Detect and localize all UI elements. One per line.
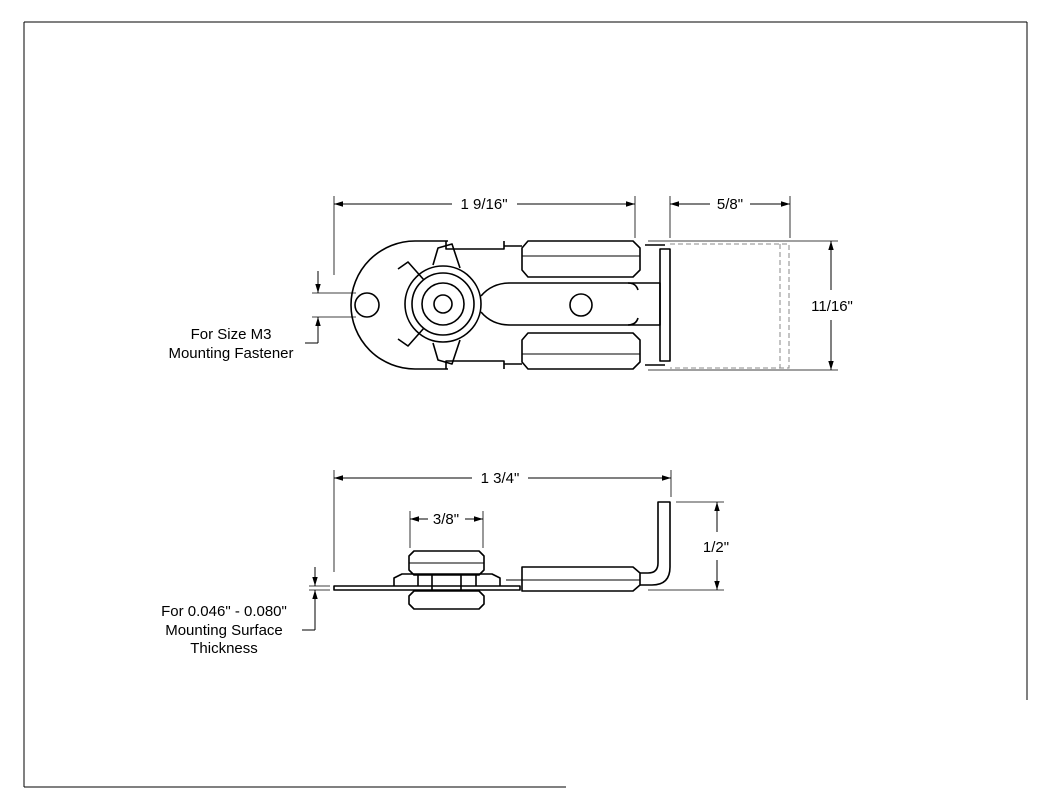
drawing-frame (23, 21, 1028, 788)
dim-height-top: 11/16" (811, 298, 853, 315)
knob-outer (404, 265, 482, 343)
side-knob-top (408, 550, 485, 576)
hidden-catch (670, 243, 790, 369)
top-view-dimensions: 1 9/16" 5/8" 11/16" For Size M3 Mounting… (168, 196, 853, 371)
side-view (333, 501, 671, 610)
side-latch-body (521, 566, 641, 592)
base-plate-outline (350, 240, 448, 370)
note-thickness-line2: Mounting Surface (165, 622, 283, 639)
top-view (350, 240, 790, 370)
dim-overall-length-top: 1 9/16" (460, 196, 507, 213)
knob-inner (421, 282, 465, 326)
rivet-hole (569, 293, 593, 317)
upper-rail (521, 240, 641, 278)
lower-rail (521, 332, 641, 370)
dim-hook-height: 1/2" (703, 539, 729, 556)
side-base-strip (333, 585, 521, 591)
side-knob-bottom (408, 590, 485, 610)
knob-ring (411, 272, 475, 336)
dim-overall-length-side: 1 3/4" (481, 470, 520, 487)
note-thickness-line3: Thickness (190, 640, 258, 657)
dim-hook-length: 5/8" (717, 196, 743, 213)
mounting-hole (354, 292, 380, 318)
dim-knob-width: 3/8" (433, 511, 459, 528)
note-fastener-line1: For Size M3 (191, 326, 272, 343)
note-thickness-line1: For 0.046" - 0.080" (161, 603, 287, 620)
hook-plate (659, 248, 671, 362)
note-fastener-line2: Mounting Fastener (168, 345, 293, 362)
side-hook (640, 501, 671, 586)
side-view-dimensions: 1 3/4" 3/8" 1/2" For 0.046" - 0.080" Mou… (161, 470, 729, 657)
knob-hole (433, 294, 453, 314)
